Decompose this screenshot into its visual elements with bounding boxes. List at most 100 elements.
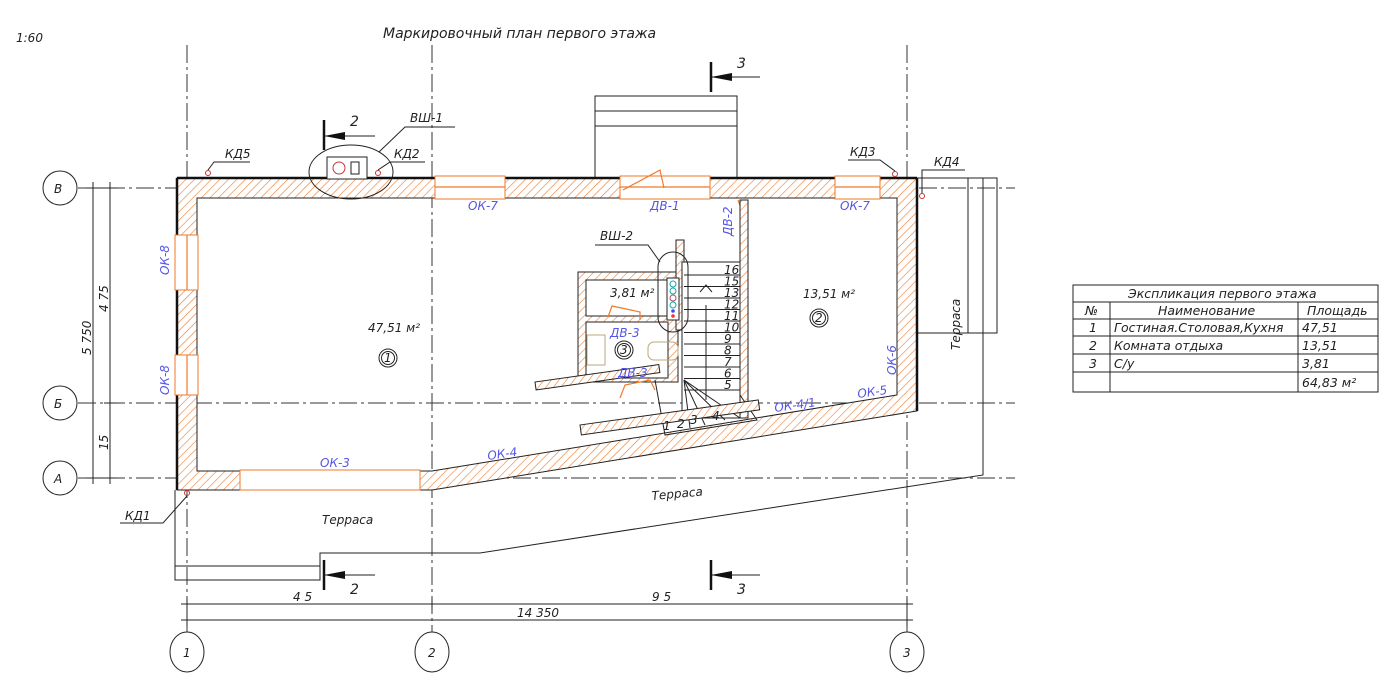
svg-text:3: 3 — [903, 646, 911, 660]
stair-step-number: 1 — [663, 419, 671, 433]
axis-bubble-2: 2 — [414, 631, 450, 673]
svg-text:2: 2 — [1089, 338, 1097, 353]
drain-kd1: КД1 — [125, 509, 151, 523]
terrace-outline — [174, 95, 998, 581]
svg-text:2: 2 — [815, 311, 823, 325]
stair-step-number: 10 — [724, 321, 740, 335]
drain-kd2: КД2 — [394, 147, 420, 161]
section-2-bottom: 2 — [350, 582, 359, 598]
table-row: 2 Комната отдыха 13,51 — [1089, 338, 1338, 353]
shaft-label-vsh1: ВШ-1 — [410, 111, 443, 125]
table-row: 1 Гостиная.Столовая,Кухня 47,51 — [1089, 320, 1338, 335]
stair-step-number: 8 — [724, 344, 732, 358]
label-dv3-upper: ДВ-3 — [609, 326, 640, 340]
stair-step-number: 7 — [724, 355, 732, 369]
label-ok4-1: ОК-4/1 — [773, 395, 816, 415]
label-ok8-lower: ОК-8 — [158, 365, 172, 395]
dim-horizontal-left: 4 5 — [293, 590, 312, 604]
stair-step-number: 5 — [724, 378, 732, 392]
table-header-num: № — [1084, 303, 1098, 318]
label-ok8-upper: ОК-8 — [158, 245, 172, 275]
drawing-title: Маркировочный план первого этажа — [383, 26, 656, 42]
svg-text:2: 2 — [428, 646, 436, 660]
stair-step-number: 4 — [712, 409, 720, 423]
svg-text:А: А — [53, 472, 62, 486]
svg-text:1: 1 — [384, 351, 392, 365]
svg-text:Б: Б — [54, 397, 62, 411]
dim-horizontal-right: 9 5 — [652, 590, 671, 604]
svg-text:47,51: 47,51 — [1302, 320, 1338, 335]
table-row: 3 С/у 3,81 — [1089, 356, 1330, 371]
dimension-lines — [86, 182, 913, 626]
drain-leaders — [120, 159, 965, 524]
exterior-walls — [176, 177, 918, 491]
stair-step-number: 15 — [724, 275, 739, 289]
table-total-area: 64,83 м² — [1302, 375, 1356, 390]
drain-markers — [184, 170, 925, 496]
dim-horizontal-total: 14 350 — [517, 606, 559, 620]
room-2-marker: 2 — [809, 308, 829, 328]
shaft-label-vsh2: ВШ-2 — [600, 229, 633, 243]
label-ok4: ОК-4 — [486, 445, 518, 463]
room-3-area: 3,81 м² — [610, 286, 655, 300]
drain-kd3: КД3 — [850, 145, 876, 159]
terrace-label-left: Терраса — [322, 513, 373, 527]
dim-vertical-total: 5 750 — [80, 320, 94, 355]
shaft-vsh2 — [595, 244, 689, 333]
room-1-marker: 1 — [378, 348, 398, 368]
table-title: Экспликация первого этажа — [1127, 286, 1317, 301]
label-ok3: ОК-3 — [320, 456, 350, 470]
grid-lines — [78, 45, 1015, 632]
section-3-bottom: 3 — [737, 582, 746, 598]
room-3-marker: 3 — [614, 340, 634, 360]
terrace-label-bottom: Терраса — [651, 485, 703, 503]
label-dv3-lower: ДВ-3 — [617, 366, 648, 380]
stair-step-number: 16 — [724, 263, 740, 277]
stair-step-number: 9 — [724, 332, 732, 346]
svg-text:13,51: 13,51 — [1302, 338, 1338, 353]
stair-step-number: 6 — [724, 367, 732, 381]
stair-step-number: 11 — [724, 309, 739, 323]
label-ok7-left: ОК-7 — [468, 199, 498, 213]
explication-table — [1072, 284, 1379, 393]
axis-bubble-a: А — [42, 460, 78, 496]
label-dv1: ДВ-1 — [649, 199, 680, 213]
axis-bubble-1: 1 — [169, 631, 205, 673]
table-header-area: Площадь — [1307, 303, 1367, 318]
axis-bubble-3: 3 — [889, 631, 925, 673]
section-markers — [322, 62, 760, 590]
stair-step-number: 3 — [690, 413, 698, 427]
label-ok7-right: ОК-7 — [840, 199, 870, 213]
room-1-area: 47,51 м² — [368, 321, 420, 335]
room-2-area: 13,51 м² — [803, 287, 855, 301]
section-2-top: 2 — [350, 114, 359, 130]
dim-vertical-lower: 15 — [97, 435, 111, 450]
terrace-label-right: Терраса — [949, 299, 963, 350]
svg-text:3: 3 — [1089, 356, 1097, 371]
svg-text:1: 1 — [183, 646, 191, 660]
svg-text:3: 3 — [620, 343, 628, 357]
scale-label: 1:60 — [16, 31, 43, 45]
drain-kd5: КД5 — [225, 147, 251, 161]
svg-text:3,81: 3,81 — [1302, 356, 1330, 371]
section-3-top: 3 — [737, 56, 746, 72]
svg-text:С/у: С/у — [1114, 356, 1135, 371]
windows — [174, 169, 881, 491]
shaft-vsh1 — [308, 126, 455, 200]
svg-text:Комната отдыха: Комната отдыха — [1114, 338, 1223, 353]
table-header-name: Наименование — [1158, 303, 1255, 318]
svg-text:В: В — [54, 182, 62, 196]
stair-step-number: 12 — [724, 298, 739, 312]
label-dv2: ДВ-2 — [721, 206, 735, 237]
stair-step-number: 2 — [677, 417, 685, 431]
label-ok5: ОК-5 — [856, 383, 888, 401]
stair-step-number: 13 — [724, 286, 739, 300]
svg-text:1: 1 — [1089, 320, 1097, 335]
axis-bubble-b: Б — [42, 385, 78, 421]
label-ok6: ОК-6 — [885, 345, 899, 375]
drain-kd4: КД4 — [934, 155, 960, 169]
axis-bubble-v: В — [42, 170, 78, 206]
svg-text:Гостиная.Столовая,Кухня: Гостиная.Столовая,Кухня — [1114, 320, 1284, 335]
